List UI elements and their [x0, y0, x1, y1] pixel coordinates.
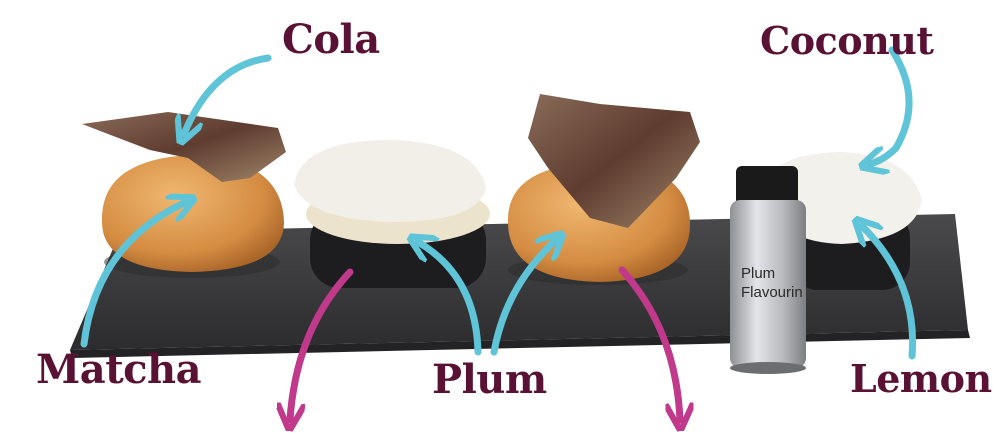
- flavouring-bottle-icon: [730, 166, 806, 374]
- label-matcha: Matcha: [36, 346, 202, 393]
- bottle-label-line2: Flavourin: [741, 284, 803, 301]
- arrow-lemon-icon: [862, 226, 917, 360]
- label-plum: Plum: [432, 356, 547, 403]
- arrow-plum-left-icon: [418, 242, 482, 356]
- label-cola: Cola: [282, 16, 380, 63]
- plum-dessert: [507, 94, 700, 285]
- arrow-down-left-icon: [290, 268, 354, 420]
- arrow-down-right-icon: [618, 266, 680, 420]
- arrow-coconut-icon: [870, 46, 913, 164]
- white-dessert-1: [294, 140, 490, 288]
- arrow-matcha-icon: [80, 202, 186, 348]
- label-coconut: Coconut: [760, 18, 934, 63]
- arrow-plum-right-icon: [490, 240, 556, 356]
- bottle-label-line1: Plum: [741, 265, 776, 282]
- plum-leaf: [528, 94, 700, 228]
- label-lemon: Lemon: [850, 356, 992, 401]
- arrow-cola-icon: [184, 54, 272, 134]
